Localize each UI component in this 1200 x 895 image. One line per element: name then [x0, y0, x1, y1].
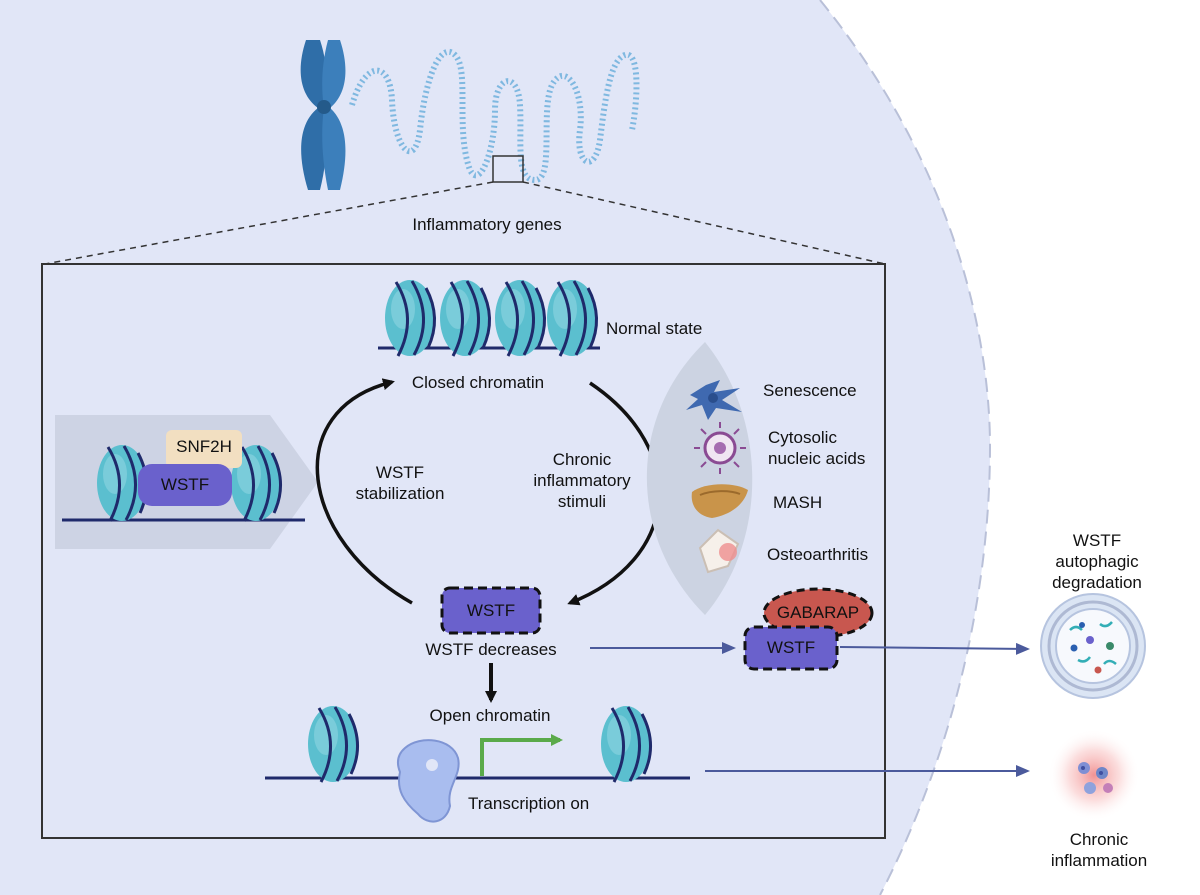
stimulus-osteoarthritis-label: Osteoarthritis	[767, 545, 869, 564]
stimulus-mash-label: MASH	[773, 493, 823, 512]
wstf-bound-label: WSTF	[160, 475, 210, 494]
lysosome-icon	[1040, 593, 1146, 699]
stabilization-label: WSTF stabilization	[355, 463, 445, 503]
joint-icon	[698, 528, 740, 574]
closed-chromatin-nucleosomes	[378, 278, 600, 358]
wstf-complex-label: WSTF	[766, 638, 816, 657]
wstf-bound-nucleosomes	[62, 443, 305, 523]
senescent-cell-icon	[686, 380, 742, 420]
snf2h-box	[166, 430, 242, 468]
chronic-inflammation-label: Chronic inflammation	[1050, 830, 1148, 870]
inflammatory-genes-label: Inflammatory genes	[412, 215, 562, 234]
liver-icon	[691, 484, 748, 518]
normal-state-label: Normal state	[606, 319, 703, 338]
to-lysosome-arrow	[839, 642, 1030, 655]
zoom-box	[492, 155, 524, 183]
nucleus-envelope	[819, 0, 992, 895]
closed-chromatin-label: Closed chromatin	[411, 373, 545, 392]
wstf-decreased-box	[440, 586, 542, 635]
transcription-on-label: Transcription on	[468, 794, 590, 813]
stimuli-label: Chronic inflammatory stimuli	[533, 450, 631, 511]
inflammation-icon	[1048, 729, 1140, 821]
stimulus-nucleic-acids-label: Cytosolic nucleic acids	[768, 428, 866, 468]
stabilization-arrow	[315, 378, 413, 605]
wstf-complex-box	[743, 625, 839, 671]
open-chromatin-nucleosomes	[265, 704, 690, 784]
gabarap-label: GABARAP	[776, 603, 860, 622]
snf2h-label: SNF2H	[176, 437, 232, 456]
chromosome-icon	[300, 40, 346, 190]
degradation-label: WSTF autophagic degradation	[1052, 531, 1142, 592]
transcription-start-arrow	[480, 734, 563, 776]
virus-icon	[694, 422, 746, 474]
open-chromatin-label: Open chromatin	[429, 706, 551, 725]
gabarap-ellipse	[762, 587, 874, 639]
wstf-decreases-label: WSTF decreases	[425, 640, 557, 659]
wstf-decreased-label: WSTF	[466, 600, 516, 620]
chromatin-fiber	[349, 49, 640, 184]
polymerase-icon	[396, 739, 460, 823]
zoom-panel	[41, 263, 886, 839]
stimulus-senescence-label: Senescence	[763, 381, 857, 400]
wstf-bound-box	[138, 464, 232, 506]
